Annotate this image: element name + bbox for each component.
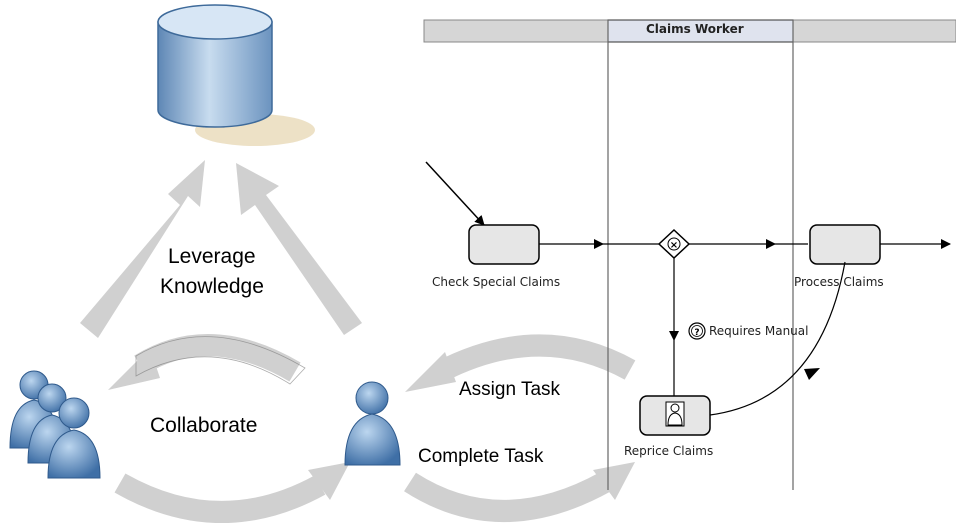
task-process-claims-label: Process Claims bbox=[794, 275, 884, 289]
question-icon bbox=[688, 322, 706, 340]
leverage-arrow-right bbox=[236, 163, 362, 335]
collaborate-arrow-bottom bbox=[114, 462, 350, 523]
leverage-label-line1: Leverage bbox=[168, 245, 256, 268]
task-reprice-claims-label: Reprice Claims bbox=[624, 444, 714, 458]
single-user-icon bbox=[344, 381, 401, 466]
question-mark: ? bbox=[694, 328, 699, 338]
assign-task-label: Assign Task bbox=[459, 379, 561, 400]
task-check-special-claims[interactable] bbox=[468, 224, 540, 265]
collaborate-label: Collaborate bbox=[150, 414, 258, 437]
task-process-claims[interactable] bbox=[809, 224, 881, 265]
user-task-icon bbox=[665, 401, 685, 427]
condition-label: Requires Manual bbox=[709, 324, 809, 338]
process-diagram bbox=[423, 19, 956, 490]
user-group-icon bbox=[9, 370, 101, 479]
lane-title: Claims Worker bbox=[646, 22, 744, 36]
leverage-arrow-left bbox=[80, 160, 205, 338]
complete-task-arrow bbox=[404, 462, 635, 522]
task-check-special-claims-label: Check Special Claims bbox=[432, 275, 561, 289]
gateway-symbol: × bbox=[670, 240, 678, 251]
collaborate-arrow-top bbox=[108, 334, 306, 390]
database-icon bbox=[157, 4, 315, 146]
leverage-label-line2: Knowledge bbox=[160, 275, 264, 298]
complete-task-label: Complete Task bbox=[418, 446, 544, 467]
